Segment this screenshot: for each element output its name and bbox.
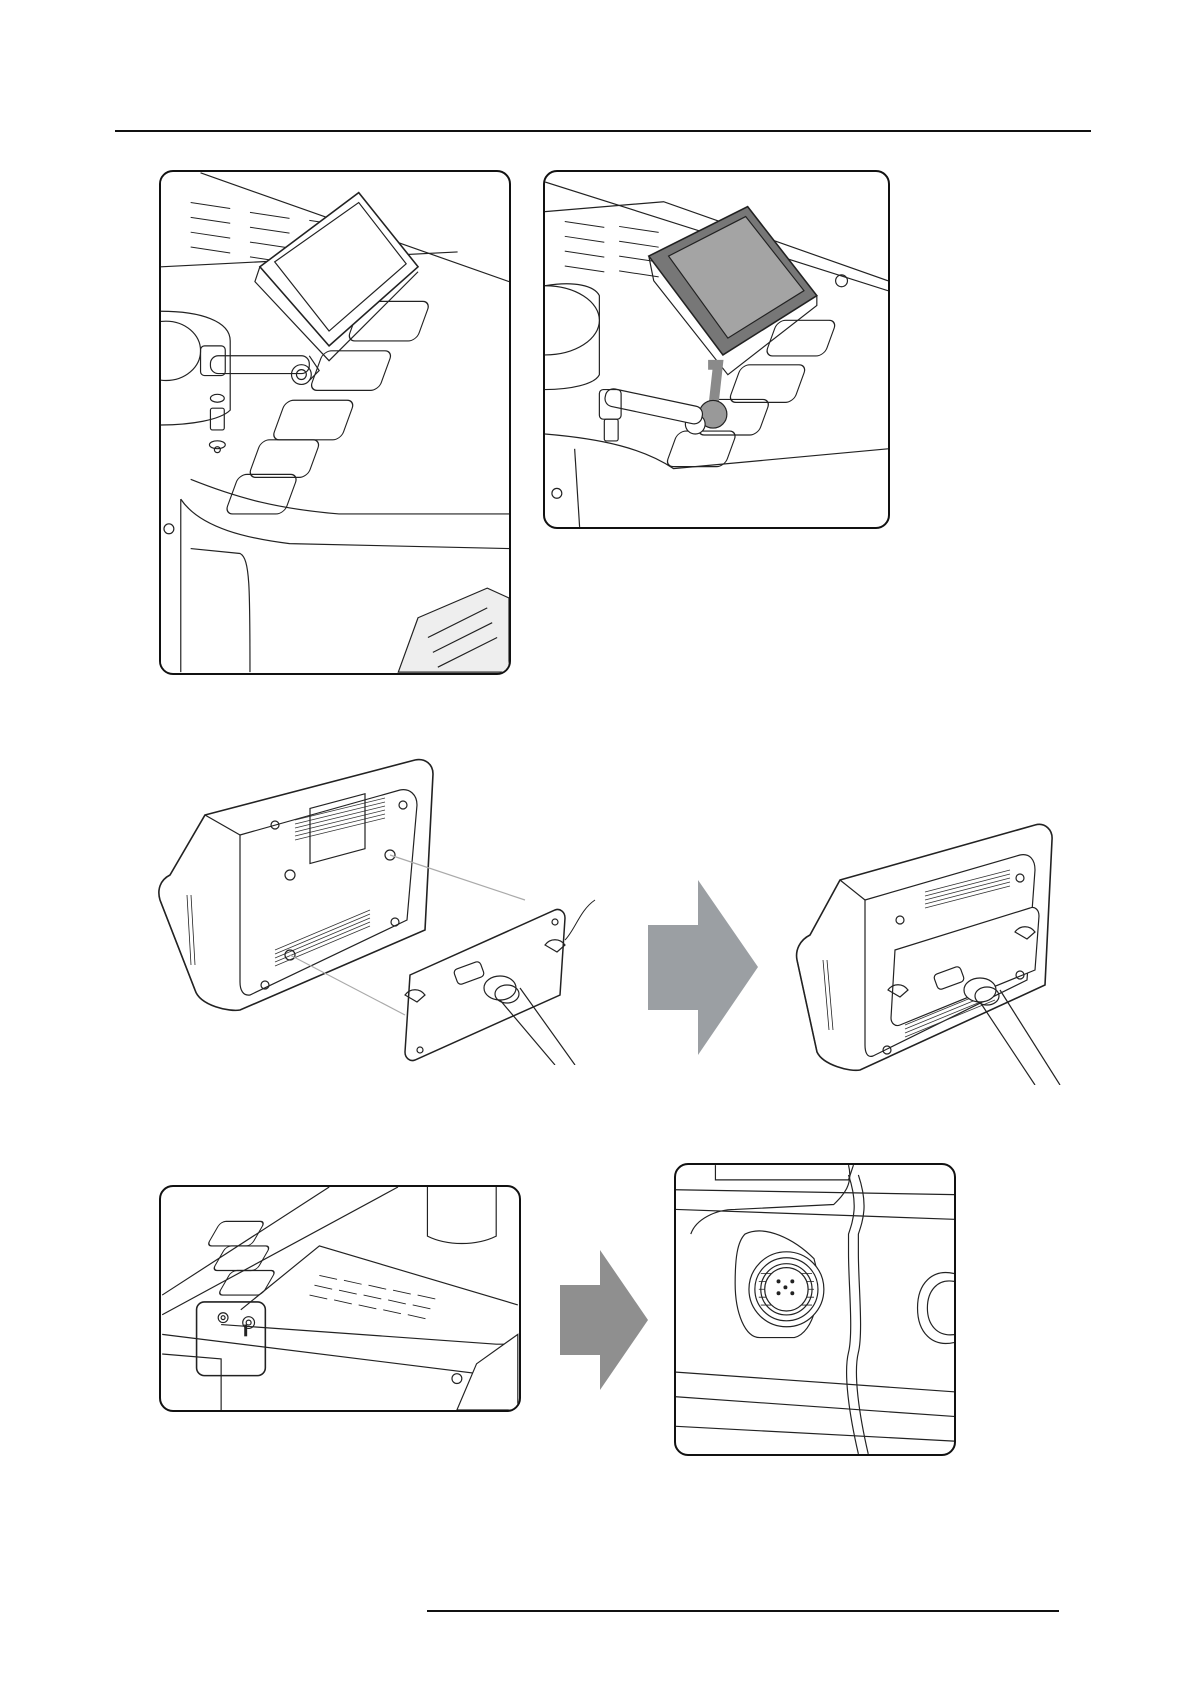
header-rule — [115, 130, 1091, 132]
projector-side-connector-location-illustration — [159, 1185, 521, 1412]
panel-back-plate-assembled-illustration — [795, 820, 1095, 1085]
right-arrow-icon — [648, 880, 758, 1055]
connector-detail-illustration — [674, 1163, 956, 1456]
footer-rule — [427, 1610, 1059, 1612]
touch-panel-mounted-illustration — [543, 170, 890, 529]
right-arrow-icon — [560, 1250, 648, 1390]
touch-panel-mount-exploded-illustration — [159, 170, 511, 675]
panel-back-plate-exploded-illustration — [155, 750, 615, 1065]
